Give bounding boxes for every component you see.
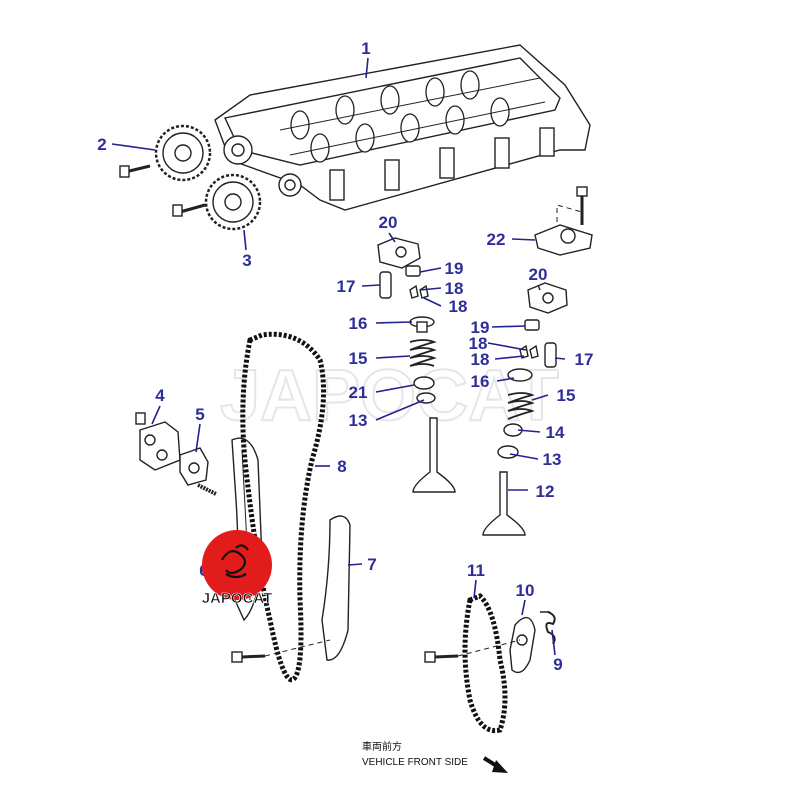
exhaust-cam-sprocket [204,173,262,231]
callout-8: 8 [337,457,346,476]
valve-spring-retainer [409,316,435,333]
callout-17b: 17 [575,350,594,369]
lash-adjuster [379,271,392,299]
callout-10: 10 [516,581,535,600]
spring-seat [413,376,435,390]
callout-16a: 16 [349,314,368,333]
oil-pump-chain-tensioner [509,617,536,674]
callout-9: 9 [553,655,562,674]
callout-15b: 15 [557,386,576,405]
callout-20a: 20 [379,213,398,232]
callout-19a: 19 [445,259,464,278]
cylinder-head [214,44,591,211]
tensioner-spring [540,611,556,645]
callout-13a: 13 [349,411,368,430]
callout-14: 14 [546,423,565,442]
callout-22: 22 [487,230,506,249]
chain-guide-bracket [534,186,593,256]
leader-lines [111,57,566,656]
rocker-arm [377,237,421,269]
intake-valve [412,417,456,493]
callout-12: 12 [536,482,555,501]
valve-stem-cap [524,319,540,331]
callout-15a: 15 [349,349,368,368]
chain-tensioner [135,412,181,471]
tensioner-gasket [179,447,209,486]
callout-20b: 20 [529,265,548,284]
front-caption-en: VEHICLE FRONT SIDE [362,757,468,768]
callout-2: 2 [97,135,106,154]
callout-16b: 16 [471,372,490,391]
japocat-logo-text: JAPOCAT [202,590,273,607]
rocker-arm [527,282,568,314]
callout-5: 5 [195,405,204,424]
intake-cam-sprocket [154,124,212,182]
japocat-logo-icon: JAPOCAT [201,530,273,607]
callout-18d: 18 [471,350,490,369]
callout-18a: 18 [445,279,464,298]
callout-3: 3 [242,251,251,270]
valve-stem-cap [405,265,421,277]
oil-pump-bolt [424,639,521,663]
oil-pump-chain [462,593,508,734]
callout-17a: 17 [337,277,356,296]
callout-numbers: 1 2 3 4 5 6 7 8 9 10 11 12 13 13 14 15 1… [97,39,593,674]
lash-adjuster [544,342,557,368]
callout-13b: 13 [543,450,562,469]
valve-spring [507,392,535,420]
timing-chain [240,331,327,683]
tensioner-bolt [197,483,217,496]
background-watermark: JAPOCAT [220,356,559,436]
sprocket-bolt [119,164,151,178]
valve-keeper [409,284,429,299]
callout-4: 4 [155,386,165,405]
callout-18c: 18 [469,334,488,353]
callout-1: 1 [361,39,370,58]
callout-11: 11 [467,561,485,580]
front-caption-jp: 車両前方 [362,740,402,753]
valve-stem-seal [497,445,519,459]
callout-19b: 19 [471,318,490,337]
guide-bolt [231,639,331,663]
exhaust-valve [482,471,526,536]
front-direction-arrow-icon [482,756,508,773]
callout-7: 7 [367,555,376,574]
timing-chain-guide [321,515,351,661]
sprocket-bolt [172,203,206,217]
callout-18b: 18 [449,297,468,316]
valve-spring [409,339,437,367]
valve-keeper [519,344,539,359]
callout-21: 21 [349,383,368,402]
